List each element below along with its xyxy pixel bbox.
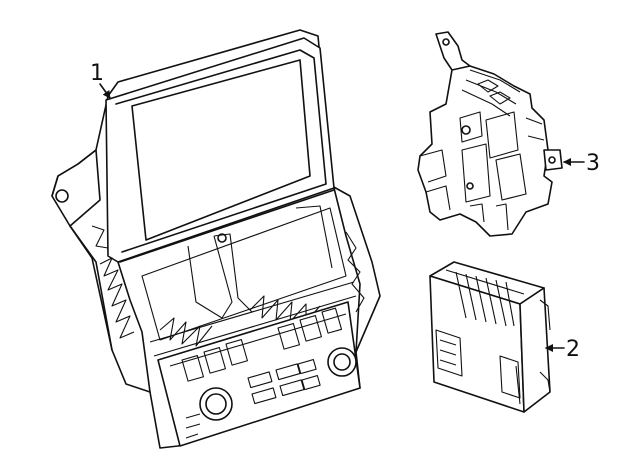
callout-2: 2	[545, 337, 580, 362]
bracket-module-assembly	[417, 31, 563, 237]
callout-label-1: 1	[90, 61, 104, 86]
leader-line-1	[99, 83, 111, 99]
callout-label-2: 2	[566, 337, 580, 362]
radio-display-assembly	[51, 29, 381, 449]
callout-1: 1	[90, 61, 111, 99]
control-module-assembly	[429, 261, 551, 413]
callout-3: 3	[563, 151, 600, 176]
callout-label-3: 3	[586, 151, 600, 176]
